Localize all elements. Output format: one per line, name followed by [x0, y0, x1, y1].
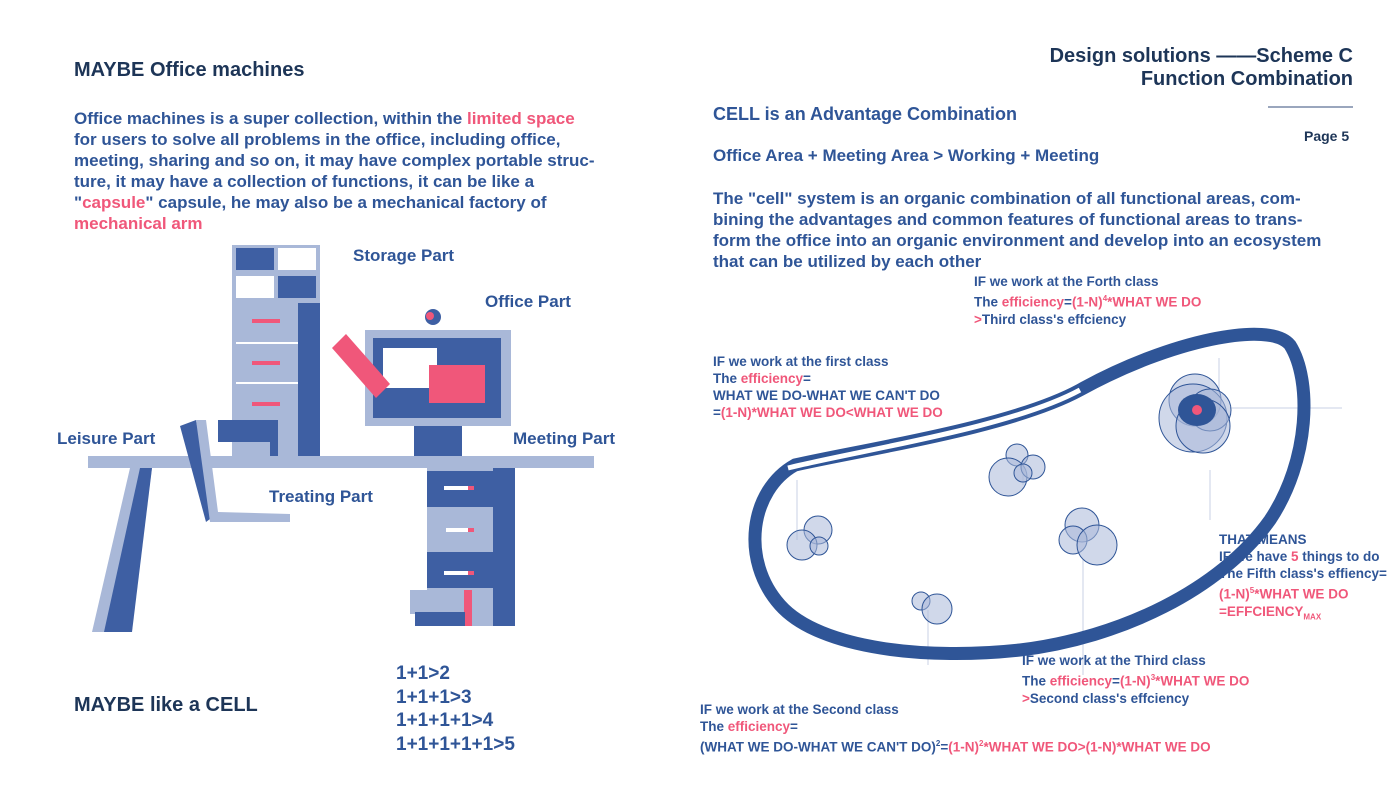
office-part-label: Office Part [485, 292, 571, 312]
formula-part: *WHAT WE DO>(1-N)*WHAT WE DO [983, 740, 1210, 755]
means-line: THAT MEANS [1219, 531, 1387, 548]
forth-line: Third class's effciency [982, 312, 1126, 327]
formula-part: (1-N) [1219, 587, 1250, 602]
intro-text: " [74, 193, 82, 212]
intro-text: " capsule, he may also be a mechanical f… [145, 193, 546, 212]
means-text: things to do [1299, 549, 1380, 564]
paragraph-line: The "cell" system is an organic combinat… [713, 188, 1353, 209]
means-text: IF we have [1219, 549, 1291, 564]
intro-paragraph: Office machines is a super collection, w… [74, 108, 634, 234]
equals-sign: = [790, 719, 798, 734]
efficiency-word: efficiency [1050, 674, 1112, 689]
intro-text: meeting, sharing and so on, it may have … [74, 150, 634, 171]
efficiency-word: efficiency [1002, 295, 1064, 310]
paragraph-line: that can be utilized by each other [713, 251, 1353, 272]
storage-part-label: Storage Part [353, 246, 454, 266]
sum-line: 1+1+1+1+1>5 [396, 733, 515, 757]
meeting-part-label: Meeting Part [513, 429, 615, 449]
third-line: IF we work at the Third class [1022, 652, 1249, 669]
formula-part: (WHAT WE DO-WHAT WE CAN'T DO) [700, 740, 936, 755]
equals-sign: = [803, 371, 811, 386]
sum-line: 1+1>2 [396, 662, 515, 686]
intro-text: ture, it may have a collection of functi… [74, 171, 634, 192]
first-line: IF we work at the first class [713, 353, 943, 370]
formula-part: (1-N) [948, 740, 979, 755]
highlight-limited-space: limited space [467, 109, 575, 128]
area-formula: Office Area + Meeting Area > Working + M… [713, 146, 1099, 166]
efficiency-word: efficiency [741, 371, 803, 386]
page-header: Design solutions ——Scheme C Function Com… [1050, 45, 1353, 91]
cell-title: CELL is an Advantage Combination [713, 104, 1017, 125]
forth-line: IF we work at the Forth class [974, 273, 1201, 290]
the-text: The [974, 295, 1002, 310]
sum-line: 1+1+1+1>4 [396, 709, 515, 733]
equals-sign: = [1064, 295, 1072, 310]
first-class-note: IF we work at the first class The effici… [713, 353, 943, 421]
means-line: The Fifth class's effiency= [1219, 565, 1387, 582]
cell-heading: MAYBE like a CELL [74, 694, 258, 717]
page-number: Page 5 [1304, 128, 1349, 144]
header-title: Design solutions ——Scheme C [1050, 45, 1353, 68]
intro-text: for users to solve all problems in the o… [74, 129, 634, 150]
second-class-note: IF we work at the Second class The effic… [700, 701, 1211, 756]
highlight-capsule: capsule [82, 193, 145, 212]
treating-part-label: Treating Part [269, 487, 373, 507]
sums-list: 1+1>2 1+1+1>3 1+1+1+1>4 1+1+1+1+1>5 [396, 662, 515, 756]
formula-part: (1-N)*WHAT WE DO<WHAT WE DO [721, 405, 943, 420]
the-text: The [1022, 674, 1050, 689]
max-subscript: MAX [1303, 612, 1321, 621]
formula-part: *WHAT WE DO [1107, 295, 1201, 310]
five-count: 5 [1291, 549, 1299, 564]
equals-sign: = [1112, 674, 1120, 689]
cell-paragraph: The "cell" system is an organic combinat… [713, 188, 1353, 272]
first-line: WHAT WE DO-WHAT WE CAN'T DO [713, 387, 943, 404]
paragraph-line: form the office into an organic environm… [713, 230, 1353, 251]
that-means-note: THAT MEANS IF we have 5 things to do The… [1219, 531, 1387, 625]
greater-sign: > [974, 312, 982, 327]
formula-part: (1-N) [1072, 295, 1103, 310]
the-text: The [713, 371, 741, 386]
formula-part: *WHAT WE DO [1155, 674, 1249, 689]
header-divider [1268, 106, 1353, 108]
third-class-note: IF we work at the Third class The effici… [1022, 652, 1249, 707]
the-text: The [700, 719, 728, 734]
header-subtitle: Function Combination [1050, 68, 1353, 91]
formula-part: =EFFCIENCY [1219, 604, 1303, 619]
paragraph-line: bining the advantages and common feature… [713, 209, 1353, 230]
leisure-part-label: Leisure Part [57, 429, 155, 449]
efficiency-word: efficiency [728, 719, 790, 734]
sum-line: 1+1+1>3 [396, 686, 515, 710]
formula-part: *WHAT WE DO [1254, 587, 1348, 602]
second-line: IF we work at the Second class [700, 701, 1211, 718]
intro-text: Office machines is a super collection, w… [74, 109, 467, 128]
left-heading: MAYBE Office machines [74, 59, 304, 82]
forth-class-note: IF we work at the Forth class The effici… [974, 273, 1201, 328]
formula-part: (1-N) [1120, 674, 1151, 689]
equals-sign: = [713, 405, 721, 420]
